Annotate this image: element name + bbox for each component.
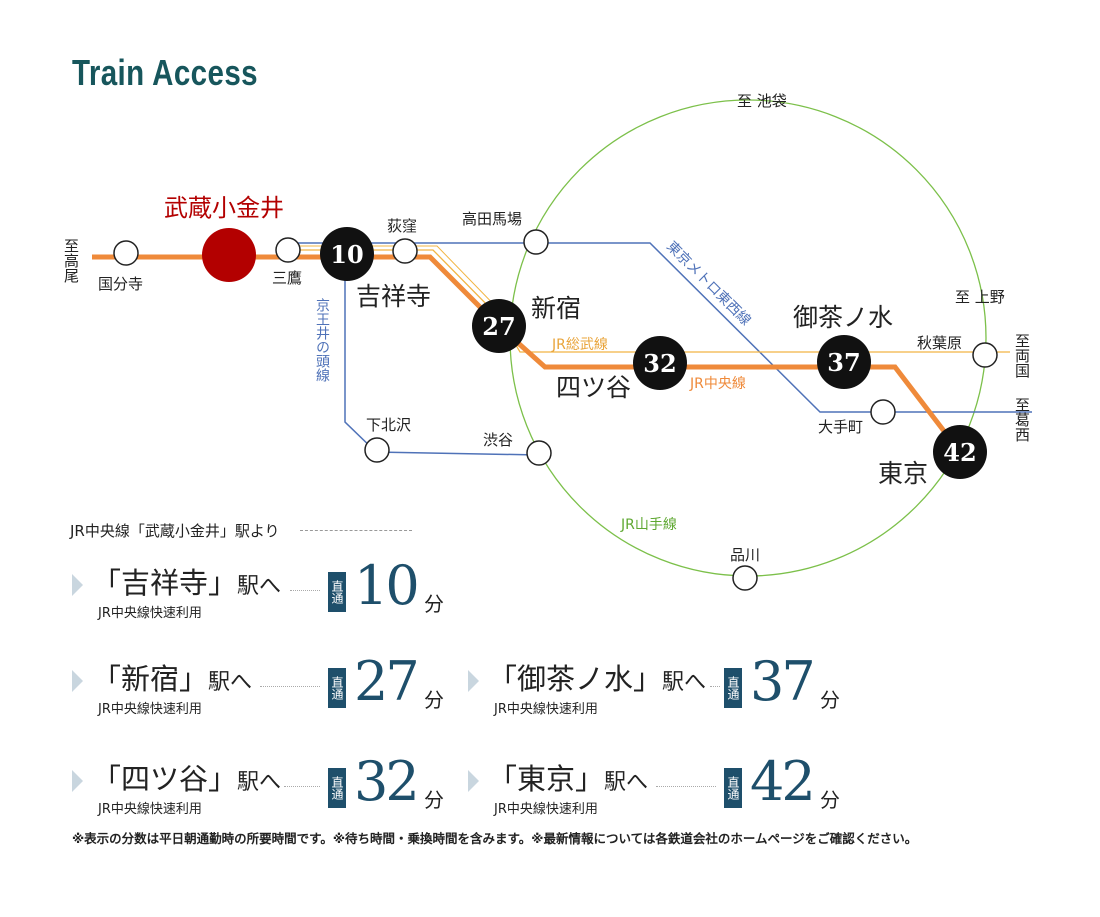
destination-name: 「東京」 [488,762,605,796]
list-item-tokyo: 「東京」駅へ JR中央線快速利用 直通 42 分 [468,750,840,822]
destination-name: 「吉祥寺」 [92,566,238,600]
label-mitaka: 三鷹 [272,269,302,287]
divider [299,530,412,531]
minutes-yotsuya: 32 [643,349,676,378]
station-musashikoganei [202,228,256,282]
label-tozai-line: 東京メトロ東西線 [663,239,754,330]
arrow-icon [72,770,83,792]
minutes-value: 42 [750,750,816,813]
direction-takao: 至高尾 [62,238,80,284]
direct-badge: 直通 [724,768,742,808]
leader-dots [710,686,720,687]
list-header-text: JR中央線「武蔵小金井」駅より [70,522,280,540]
eki-label: 駅へ [237,574,282,599]
minutes-ochanomizu: 37 [827,348,860,377]
leader-dots [656,786,716,787]
station-tokyo [933,425,987,479]
label-kichijoji: 吉祥寺 [356,282,431,311]
route-note: JR中央線快速利用 [494,802,598,817]
list-item-ochanomizu: 「御茶ノ水」駅へ JR中央線快速利用 直通 37 分 [468,650,840,722]
direction-kasai: 至葛西 [1013,397,1031,442]
route-note: JR中央線快速利用 [98,802,202,817]
minutes-kichijoji: 10 [330,240,363,269]
route-note: JR中央線快速利用 [98,702,202,717]
label-inokashira-line: 京王井の頭線 [314,298,330,382]
destination-name: 「新宿」 [92,662,209,696]
list-item-yotsuya: 「四ツ谷」駅へ JR中央線快速利用 直通 32 分 [72,750,444,822]
eki-label: 駅へ [604,770,649,795]
label-yotsuya: 四ツ谷 [556,373,631,402]
leader-dots [284,786,320,787]
label-ogikubo: 荻窪 [387,217,417,235]
label-yamanote-line: JR山手線 [620,517,677,533]
station-shimokitazawa [364,437,390,463]
page-title: Train Access [72,52,258,93]
direction-ikebukuro: 至 池袋 [737,92,787,110]
label-tokyo: 東京 [878,459,928,488]
origin-label: 武蔵小金井 [164,194,284,222]
minutes-value: 27 [354,650,420,713]
minutes-unit: 分 [424,592,444,616]
direct-badge: 直通 [724,668,742,708]
direct-badge: 直通 [328,668,346,708]
minutes-unit: 分 [820,688,840,712]
minutes-tokyo: 42 [943,438,976,467]
station-shinagawa [732,565,758,591]
station-takadanobaba [523,229,549,255]
destination-name: 「御茶ノ水」 [488,662,663,696]
arrow-icon [468,670,479,692]
minutes-value: 10 [354,554,420,617]
station-ogikubo [392,238,418,264]
station-akihabara [972,342,998,368]
minutes-unit: 分 [424,688,444,712]
label-sobu-line: JR総武線 [551,337,608,353]
arrow-icon [72,670,83,692]
label-shibuya: 渋谷 [483,431,513,449]
station-otemachi [870,399,896,425]
station-shinjuku [472,299,526,353]
label-ochanomizu: 御茶ノ水 [793,303,893,332]
label-otemachi: 大手町 [818,418,863,436]
list-header: JR中央線「武蔵小金井」駅より [70,520,412,541]
list-item-shinjuku: 「新宿」駅へ JR中央線快速利用 直通 27 分 [72,650,444,722]
route-note: JR中央線快速利用 [98,606,202,621]
minutes-unit: 分 [424,788,444,812]
minutes-value: 37 [750,650,816,713]
footnote: ※表示の分数は平日朝通勤時の所要時間です。※待ち時間・乗換時間を含みます。※最新… [72,831,918,846]
arrow-icon [468,770,479,792]
label-akihabara: 秋葉原 [917,334,962,352]
label-takadanobaba: 高田馬場 [462,210,522,228]
arrow-icon [72,574,83,596]
minutes-value: 32 [354,750,420,813]
label-shinjuku: 新宿 [531,294,581,323]
station-ochanomizu [817,335,871,389]
direction-ueno: 至 上野 [955,288,1005,306]
station-kichijoji [320,227,374,281]
direct-badge: 直通 [328,572,346,612]
label-kokubunji: 国分寺 [98,275,143,293]
station-kokubunji [113,240,139,266]
eki-label: 駅へ [208,670,253,695]
leader-dots [260,686,320,687]
label-shimokitazawa: 下北沢 [366,416,411,434]
minutes-shinjuku: 27 [482,312,515,341]
direct-badge: 直通 [328,768,346,808]
label-chuo-line: JR中央線 [689,376,746,392]
eki-label: 駅へ [237,770,282,795]
list-item-kichijoji: 「吉祥寺」駅へ JR中央線快速利用 直通 10 分 [72,554,444,626]
inokashira-line [344,268,540,456]
label-shinagawa: 品川 [730,546,760,564]
station-yotsuya [633,336,687,390]
leader-dots [290,590,320,591]
route-note: JR中央線快速利用 [494,702,598,717]
eki-label: 駅へ [662,670,707,695]
minutes-unit: 分 [820,788,840,812]
station-mitaka [275,237,301,263]
destination-name: 「四ツ谷」 [92,762,238,796]
direction-ryogoku: 至両国 [1013,333,1031,378]
station-shibuya [526,440,552,466]
tozai-line [288,242,1032,413]
